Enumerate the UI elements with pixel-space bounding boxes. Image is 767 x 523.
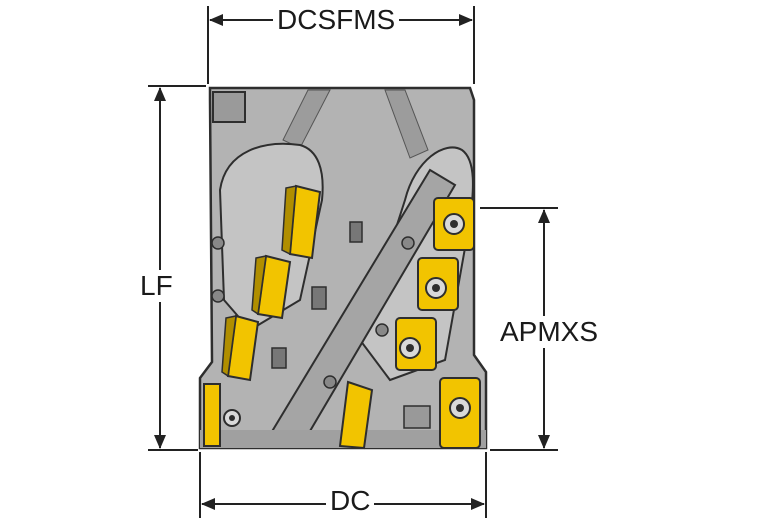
- cutting-insert: [417, 257, 459, 311]
- dimension-label-apmxs: APMXS: [500, 316, 599, 348]
- clamp-slot: [349, 221, 363, 243]
- clamp-slot: [271, 347, 287, 369]
- body-hole: [211, 236, 225, 250]
- dimension-label-dcsfms: DCSFMS: [273, 6, 400, 34]
- cutting-insert: [395, 317, 437, 371]
- keyway-slot: [212, 91, 246, 123]
- body-hole: [323, 375, 337, 389]
- body-hole: [211, 289, 225, 303]
- cutting-insert: [338, 380, 374, 450]
- cutting-insert: [223, 409, 241, 427]
- cutter-body: [198, 86, 488, 450]
- dimension-label-dc: DC: [326, 487, 375, 515]
- cutting-insert: [433, 197, 475, 251]
- insert-row-right: [223, 197, 481, 449]
- insert-row-left: [203, 184, 374, 450]
- clamp-slot: [311, 286, 327, 310]
- body-hole: [375, 323, 389, 337]
- body-hole: [401, 236, 415, 250]
- coolant-channel: [384, 89, 429, 159]
- cutting-insert: [203, 383, 221, 447]
- clamp-slot: [403, 405, 431, 429]
- dimension-label-lf: LF: [140, 270, 173, 302]
- cutting-insert: [439, 377, 481, 449]
- dimension-lf: [148, 85, 206, 451]
